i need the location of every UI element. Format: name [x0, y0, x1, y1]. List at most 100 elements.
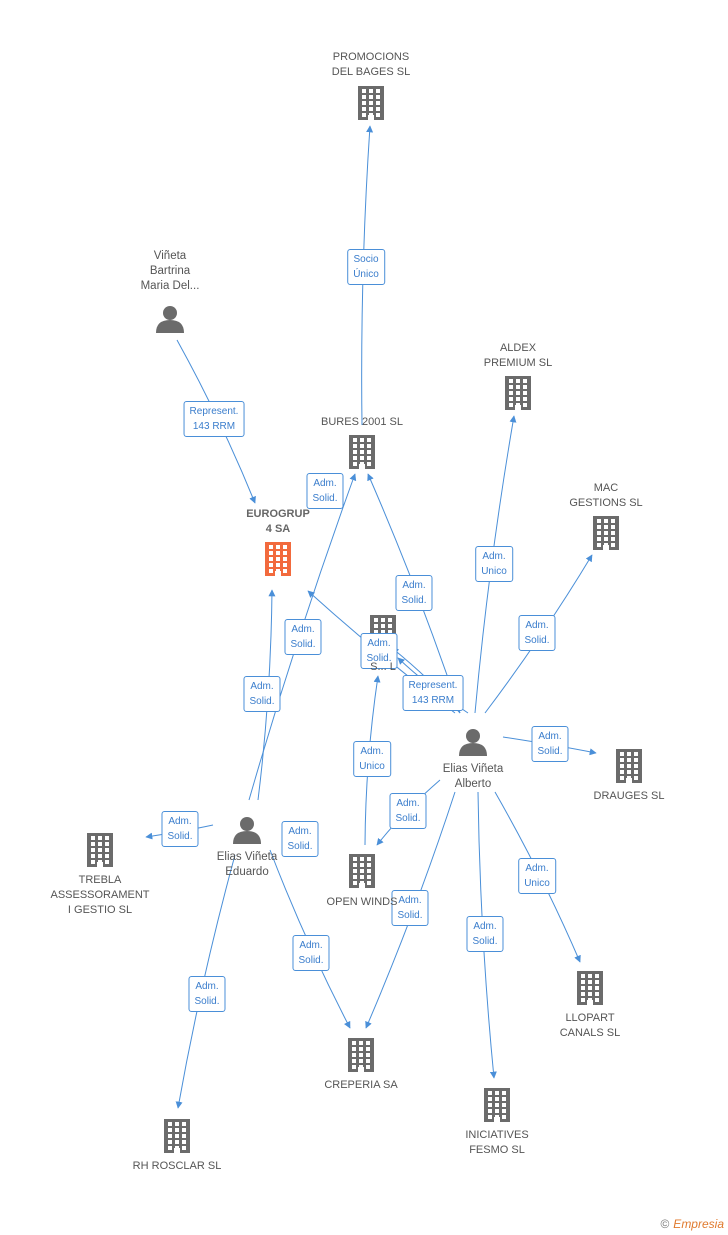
edge-label-line: Represent. — [408, 680, 458, 691]
building-icon[interactable] — [616, 749, 642, 783]
node-label-line: PROMOCIONS — [332, 51, 410, 63]
edge-label-line: Solid. — [194, 996, 220, 1007]
person-icon[interactable] — [233, 817, 261, 844]
edge-label-line: Solid. — [537, 746, 563, 757]
node-label-line: GESTIONS SL — [569, 497, 643, 509]
edge-label-line: Solid. — [249, 696, 275, 707]
edge-label-line: Adm. — [538, 731, 562, 742]
node-label-line: Elias Viñeta — [216, 851, 278, 863]
edge-label-line: Adm. — [299, 940, 323, 951]
edge-label-line: Socio — [353, 254, 379, 265]
edge-label[interactable]: Adm. Solid. — [188, 976, 226, 1012]
node-label-creperia[interactable]: CREPERIA SA — [324, 1078, 397, 1093]
node-label-mac[interactable]: MAC GESTIONS SL — [569, 481, 642, 511]
node-label-rh-rosclar[interactable]: RH ROSCLAR SL — [133, 1159, 222, 1174]
edge-label[interactable]: Adm. Solid. — [389, 793, 427, 829]
edge-label-line: Adm. — [398, 895, 422, 906]
building-icon[interactable] — [505, 376, 531, 410]
edge-label[interactable]: Represent. 143 RRM — [183, 401, 245, 437]
node-label-line: ASSESSORAMENT — [50, 889, 150, 901]
person-icon[interactable] — [156, 306, 184, 333]
edge-label[interactable]: Adm. Solid. — [161, 811, 199, 847]
node-label-open-winds[interactable]: OPEN WINDS — [327, 895, 398, 910]
edge-label-line: Adm. — [168, 816, 192, 827]
edge-label-line: Adm. — [402, 580, 426, 591]
edge-label[interactable]: Adm. Solid. — [360, 633, 398, 669]
edge-label-line: Solid. — [167, 831, 193, 842]
node-label-line: CANALS SL — [559, 1027, 621, 1039]
edge-label[interactable]: Adm.Solid. — [395, 575, 433, 611]
node-label-line: INICIATIVES — [465, 1129, 529, 1141]
edge-label-line: Adm. — [250, 681, 274, 692]
node-label-bures[interactable]: BURES 2001 SL — [321, 415, 403, 430]
node-label-line: TREBLA — [78, 874, 122, 886]
edge-label-line: Solid. — [312, 493, 338, 504]
node-label-line: BURES 2001 SL — [321, 416, 403, 428]
edge-label-line: Unico — [481, 566, 507, 577]
edge-label-line: Solid. — [524, 635, 550, 646]
node-label-drauges[interactable]: DRAUGES SL — [594, 789, 665, 804]
node-label-line: Maria Del... — [140, 280, 200, 292]
edge-label-line: Adm. — [482, 551, 506, 562]
building-icon[interactable] — [484, 1088, 510, 1122]
edge-label[interactable]: Adm. Unico — [475, 546, 513, 582]
edge-label[interactable]: Adm. Solid. — [531, 726, 569, 762]
building-icon[interactable] — [358, 86, 384, 120]
edge-label-line: Adm. — [396, 798, 420, 809]
edge-label[interactable]: Represent.143 RRM — [402, 675, 464, 711]
building-icon[interactable] — [593, 516, 619, 550]
edge-label[interactable]: Adm.Unico — [518, 858, 556, 894]
edge-label[interactable]: Adm.Solid. — [391, 890, 429, 926]
edge-label[interactable]: Adm.Solid. — [281, 821, 319, 857]
edge-label-line: Adm. — [360, 746, 384, 757]
edge-label-line: Solid. — [290, 639, 316, 650]
node-label-line: EUROGRUP — [246, 508, 310, 520]
empresia-logo[interactable]: Empresia — [673, 1217, 724, 1231]
node-label-line: Eduardo — [225, 866, 269, 878]
node-label-line: Elias Viñeta — [442, 763, 504, 775]
building-icon[interactable] — [87, 833, 113, 867]
node-label-line: ALDEX — [499, 342, 537, 354]
building-icon[interactable] — [164, 1119, 190, 1153]
node-label-line: MAC — [593, 482, 619, 494]
edge-label-line: Solid. — [472, 936, 498, 947]
building-icon[interactable] — [349, 854, 375, 888]
node-label-sc[interactable]: S... L — [370, 660, 396, 675]
edge-label-line: Adm. — [195, 981, 219, 992]
edge-label-line: Adm. — [525, 620, 549, 631]
building-icon[interactable] — [577, 971, 603, 1005]
building-icon[interactable] — [348, 1038, 374, 1072]
building-icon[interactable] — [265, 542, 291, 576]
edge-label-line: Adm. — [367, 638, 391, 649]
edge-label-line: Adm. — [313, 478, 337, 489]
edge-label-line: Unico — [524, 878, 550, 889]
edge-label-line: Único — [353, 269, 379, 280]
edge-label[interactable]: Adm. Solid. — [518, 615, 556, 651]
person-icon[interactable] — [459, 729, 487, 756]
edge-label[interactable]: Adm. Solid. — [243, 676, 281, 712]
node-label-line: Viñeta — [153, 250, 187, 262]
edge-label[interactable]: Adm.Solid. — [284, 619, 322, 655]
edge-label-line: Solid. — [395, 813, 421, 824]
node-label-line: Alberto — [454, 778, 492, 790]
edge-label[interactable]: Adm.Solid. — [292, 935, 330, 971]
brand-rest: mpresia — [681, 1217, 724, 1231]
edge-label[interactable]: Adm.Solid. — [466, 916, 504, 952]
edge-label-line: Solid. — [366, 653, 392, 664]
edge-label-line: Represent. — [189, 406, 239, 417]
edge-label[interactable]: Adm. Solid. — [306, 473, 344, 509]
edge-label[interactable]: Adm.Unico — [353, 741, 391, 777]
node-label-line: OPEN WINDS — [326, 896, 398, 908]
building-icon[interactable] — [349, 435, 375, 469]
edge-label-line: 143 RRM — [192, 421, 236, 432]
